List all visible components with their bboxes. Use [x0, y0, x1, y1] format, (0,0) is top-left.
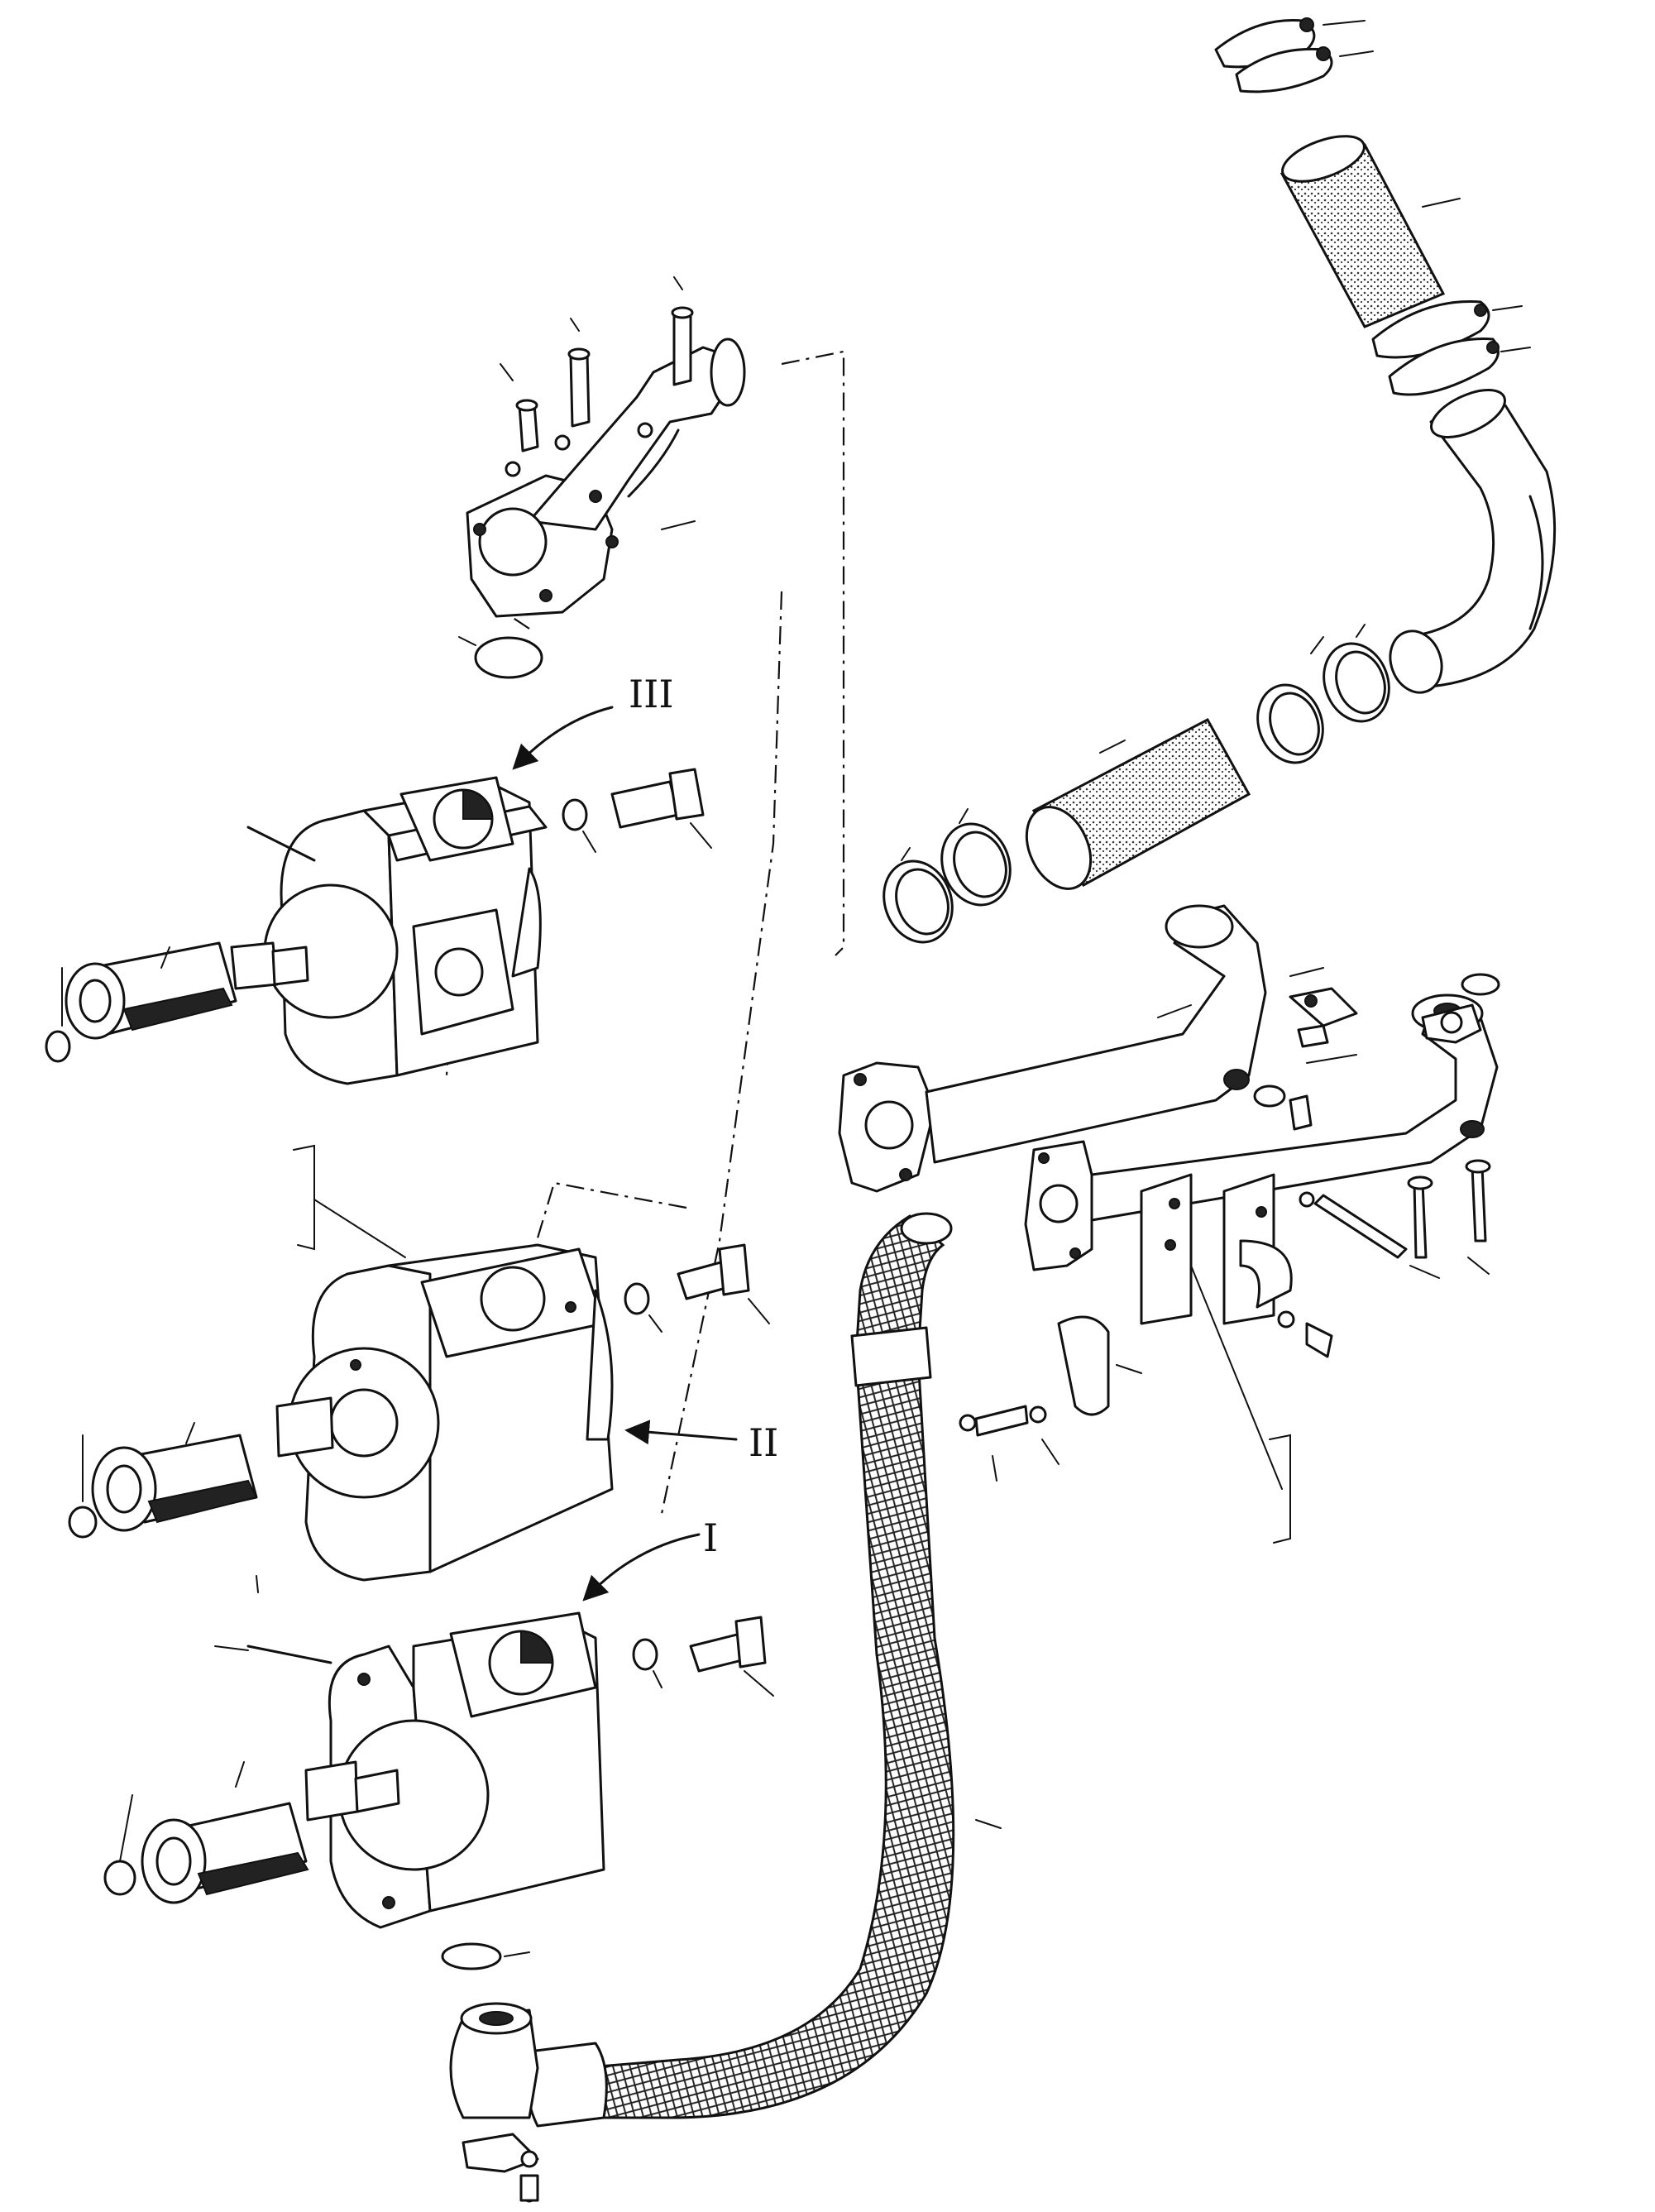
bolts-top: [500, 276, 694, 477]
leader-lines: [214, 1575, 259, 1651]
label-pump-1: I: [703, 1515, 718, 1560]
hose-clip-upper: [1371, 300, 1531, 396]
banjo-bolt-3: [562, 768, 712, 853]
hose-clamps-middle: [1256, 624, 1390, 764]
clip-and-bolt-bottom: [462, 2133, 539, 2203]
o-ring-bottom: [441, 1942, 530, 1970]
arrow-pump-2: [624, 1420, 738, 1445]
gear-pump-1: [246, 1611, 605, 1929]
arrow-pump-3: [512, 706, 614, 770]
o-ring-top: [458, 636, 543, 679]
fittings-right: [1253, 967, 1500, 1279]
label-pump-2: II: [749, 1420, 778, 1465]
callout-brackets: [293, 1144, 1291, 1544]
label-pump-3: III: [629, 672, 674, 716]
gear-pump-2: [275, 1243, 614, 1582]
gear-pump-3: [230, 776, 548, 1085]
elbow-hose-right: [1389, 389, 1557, 694]
elbow-fitting-bottom: [449, 2002, 539, 2119]
hose-sleeve-middle: [1025, 717, 1251, 890]
pressure-pipe-assembly: [1024, 993, 1499, 1325]
coupling-2: [68, 1422, 258, 1539]
hose-clamps-lower: [883, 808, 1012, 944]
bolts-lower-right: [959, 1310, 1333, 1482]
suction-manifold-pipe: [838, 904, 1267, 1193]
arrow-pump-1: [582, 1533, 701, 1602]
banjo-bolt-2: [624, 1243, 770, 1333]
hose-sleeve-top: [1280, 135, 1461, 328]
coupling-3: [45, 941, 237, 1063]
hose-clip-top: [1214, 17, 1374, 93]
banjo-bolt-1: [632, 1616, 774, 1697]
pump-3-outlet-elbow: [466, 338, 746, 618]
coupling-1: [103, 1761, 309, 1904]
